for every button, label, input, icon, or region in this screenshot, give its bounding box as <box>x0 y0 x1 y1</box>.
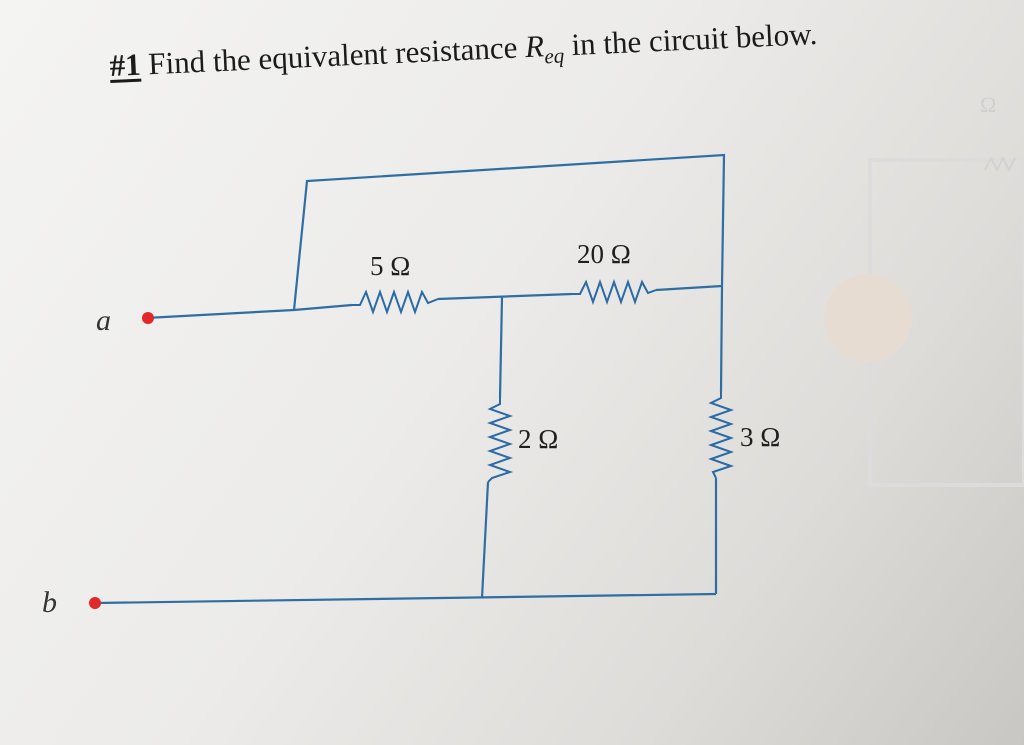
resistor-2ohm <box>486 398 514 483</box>
top-wire-loop <box>292 153 726 311</box>
terminal-a-wire <box>145 308 295 320</box>
label-5ohm: 5 Ω <box>370 251 410 281</box>
label-2ohm: 2 Ω <box>518 424 558 454</box>
label-3ohm: 3 Ω <box>740 422 780 452</box>
middle-wire <box>437 292 573 301</box>
wire-to-5ohm <box>293 303 353 312</box>
resistor-20ohm <box>572 278 657 306</box>
terminal-a-label: a <box>96 304 111 337</box>
wire-to-3ohm <box>719 285 724 393</box>
wire-to-right-node <box>655 284 723 292</box>
wire-2ohm-to-bottom <box>480 481 490 599</box>
margin-resistor-fragment <box>984 155 1016 173</box>
resistor-5ohm <box>352 288 439 316</box>
background-smudge <box>824 274 912 362</box>
margin-ohm-symbol: Ω <box>980 92 996 117</box>
terminal-a-dot <box>142 312 154 324</box>
bottom-wire <box>95 592 717 605</box>
resistor-3ohm <box>707 392 735 479</box>
wire-to-2ohm <box>498 296 504 399</box>
terminal-b-label: b <box>42 586 57 619</box>
label-20ohm: 20 Ω <box>577 239 631 269</box>
terminal-b-dot <box>89 597 101 609</box>
